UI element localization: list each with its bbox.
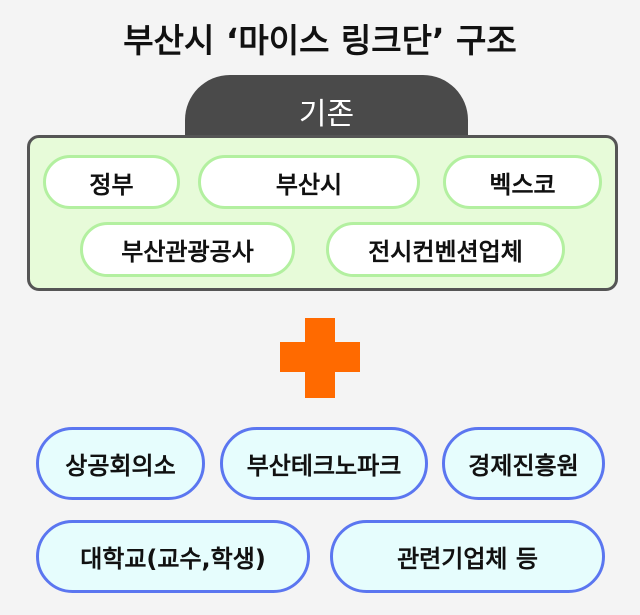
existing-member: 부산시 bbox=[198, 155, 420, 209]
plus-icon-bar bbox=[280, 342, 360, 372]
existing-member: 정부 bbox=[43, 155, 180, 209]
diagram-title: 부산시 ‘마이스 링크단’ 구조 bbox=[123, 21, 517, 60]
new-member: 부산테크노파크 bbox=[220, 427, 428, 500]
new-member: 경제진흥원 bbox=[442, 427, 605, 500]
new-member: 대학교(교수,학생) bbox=[36, 520, 310, 593]
new-member: 관련기업체 등 bbox=[330, 520, 605, 593]
existing-member: 전시컨벤션업체 bbox=[326, 222, 565, 277]
existing-member: 부산관광공사 bbox=[80, 222, 295, 277]
new-member: 상공회의소 bbox=[36, 427, 205, 500]
existing-member: 벡스코 bbox=[443, 155, 602, 209]
